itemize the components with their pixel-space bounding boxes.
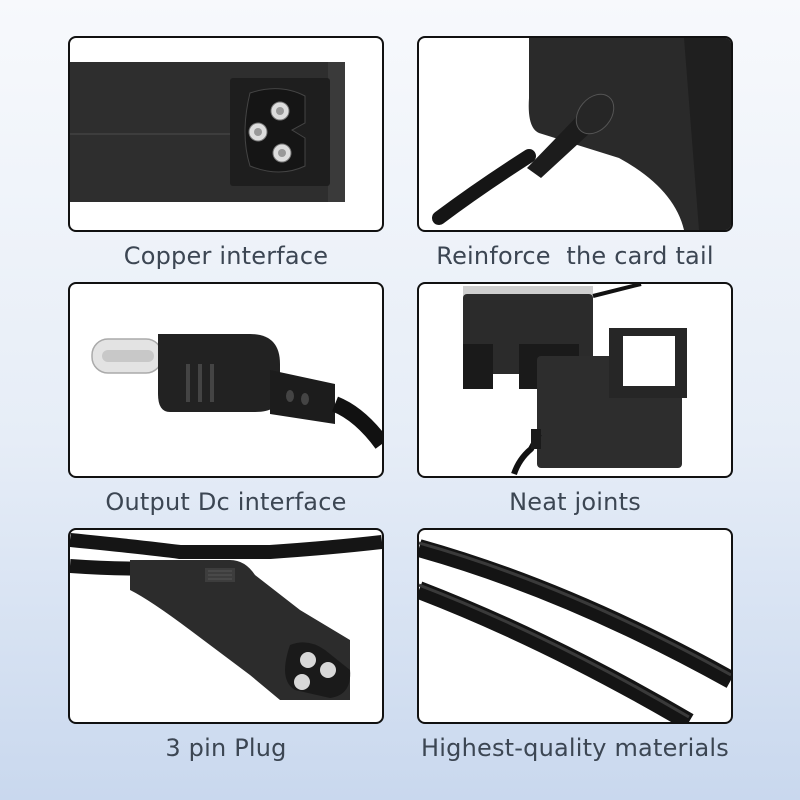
stacked-adapters-illustration (463, 284, 687, 476)
quality-materials-image (417, 528, 733, 724)
c5-plug-illustration (70, 533, 382, 700)
adapter-socket-illustration (70, 62, 345, 202)
3-pin-plug-image (68, 528, 384, 724)
usb-c-connector-illustration (91, 334, 382, 449)
feature-panel-quality-materials: Highest-quality materials (417, 528, 733, 762)
feature-panel-output-dc: Output Dc interface (68, 282, 384, 516)
feature-panel-reinforce-tail: Reinforce the card tail (417, 36, 733, 270)
feature-panel-3-pin-plug: 3 pin Plug (68, 528, 384, 762)
feature-panel-neat-joints: Neat joints (417, 282, 733, 516)
caption-copper-interface: Copper interface (123, 242, 329, 270)
caption-quality-materials: Highest-quality materials (421, 734, 729, 762)
reinforce-tail-image (417, 36, 733, 232)
feature-panel-copper-interface: Copper interface (68, 36, 384, 270)
cable-closeup-illustration (419, 539, 731, 722)
neat-joints-image (417, 282, 733, 478)
caption-neat-joints: Neat joints (509, 488, 641, 516)
output-dc-image (68, 282, 384, 478)
caption-3-pin-plug: 3 pin Plug (165, 734, 287, 762)
caption-output-dc: Output Dc interface (105, 488, 347, 516)
strain-relief-illustration (432, 38, 731, 230)
caption-reinforce-tail: Reinforce the card tail (436, 242, 714, 270)
copper-interface-image (68, 36, 384, 232)
